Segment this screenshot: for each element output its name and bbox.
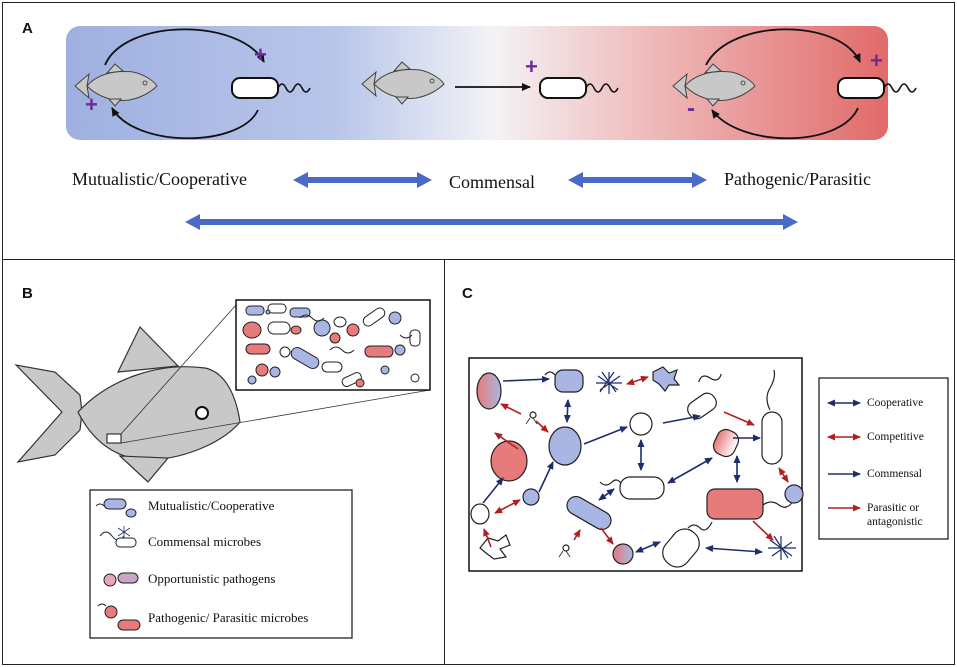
inset-microbes	[242, 303, 421, 388]
zoom-line	[120, 304, 237, 435]
curved-arrow-top-left	[104, 28, 265, 66]
plus-sign: +	[254, 42, 267, 67]
panel-b-label: B	[22, 285, 33, 302]
minus-sign: -	[687, 95, 695, 122]
fish-illustration	[14, 325, 241, 483]
double-arrow-right	[568, 172, 707, 188]
spectrum-label-mutualistic: Mutualistic/Cooperative	[72, 169, 247, 189]
legend-c-label-competitive: Competitive	[867, 431, 924, 443]
network-microbes	[470, 366, 804, 568]
double-arrow-long	[185, 214, 798, 230]
legend-b-label-opportunistic: Opportunistic pathogens	[148, 571, 276, 586]
legend-c-label-cooperative: Cooperative	[867, 397, 924, 409]
curved-arrow-top-right	[705, 28, 861, 66]
legend-b-icon-mutualistic	[95, 498, 137, 518]
legend-b-label-mutualistic: Mutualistic/Cooperative	[148, 498, 275, 513]
legend-b-label-commensal: Commensal microbes	[148, 534, 262, 549]
plus-sign: +	[85, 92, 98, 117]
double-arrow-left	[293, 172, 432, 188]
zoom-line	[120, 389, 431, 444]
spectrum-label-commensal: Commensal	[449, 172, 535, 192]
legend-b-icon-commensal	[99, 526, 137, 548]
legend-b-label-pathogenic: Pathogenic/ Parasitic microbes	[148, 610, 309, 625]
spectrum-gradient-band	[66, 26, 888, 140]
plus-sign: +	[870, 48, 883, 73]
legend-b-icon-opportunistic	[103, 572, 139, 587]
legend-c-label-parasitic: Parasitic or antagonistic	[867, 502, 923, 528]
panel-a-label: A	[22, 20, 33, 37]
legend-c-label-commensal: Commensal	[867, 468, 922, 480]
curved-arrow-bottom-right	[711, 107, 859, 140]
panel-c-label: C	[462, 285, 473, 302]
panel-c-frame	[444, 259, 955, 665]
legend-b-box	[89, 489, 353, 639]
network-arrows	[482, 375, 789, 555]
spectrum-label-pathogenic: Pathogenic/Parasitic	[724, 169, 871, 189]
plus-sign: +	[525, 54, 538, 79]
legend-b-icon-pathogenic	[97, 603, 141, 631]
curved-arrow-bottom-left	[111, 107, 259, 140]
